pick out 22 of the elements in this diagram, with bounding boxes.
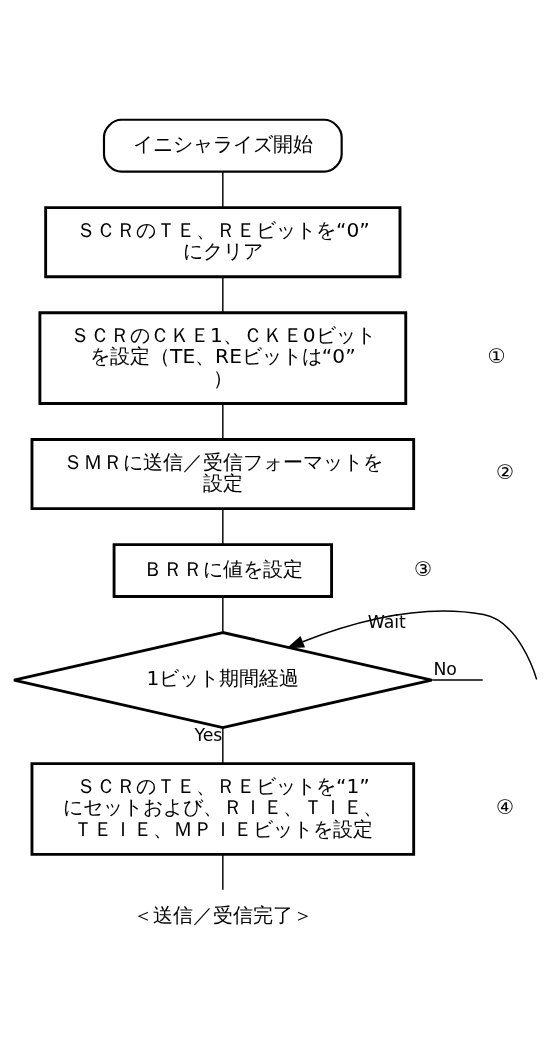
connector	[222, 596, 224, 633]
node-box: ＳＭＲに送信／受信フォーマットを設定	[30, 438, 416, 511]
node-label: ④	[496, 795, 515, 820]
connector	[222, 402, 224, 441]
edge-label: Wait	[367, 611, 406, 632]
node-box: ＳＣＲのＴＥ、ＲＥビットを“1”にセットおよび、ＲＩＥ、ＴＩＥ、ＴＥＩＥ、ＭＰＩＥビットを設定	[30, 762, 416, 856]
node-box: ＳＣＲのＴＥ、ＲＥビットを“0”にクリア	[44, 206, 402, 279]
node-label: ③	[414, 556, 433, 581]
node-label: ①	[487, 344, 506, 369]
edge-label: No	[433, 659, 457, 680]
node-box: ＢＲＲに値を設定	[112, 543, 333, 598]
arrow	[286, 610, 538, 681]
connector	[222, 171, 224, 208]
connector	[222, 854, 224, 891]
connector	[222, 508, 224, 546]
connector	[222, 276, 224, 314]
node-label: ②	[496, 460, 515, 485]
node-box: イニシャライズ開始	[102, 118, 343, 173]
connector	[222, 727, 224, 765]
connector	[431, 679, 484, 681]
node-box: ＳＣＲのＣＫＥ1、ＣＫＥ0ビットを設定（TE、REビットは“0”）	[38, 311, 408, 405]
node-text: ＜送信／受信完了＞	[132, 902, 313, 927]
